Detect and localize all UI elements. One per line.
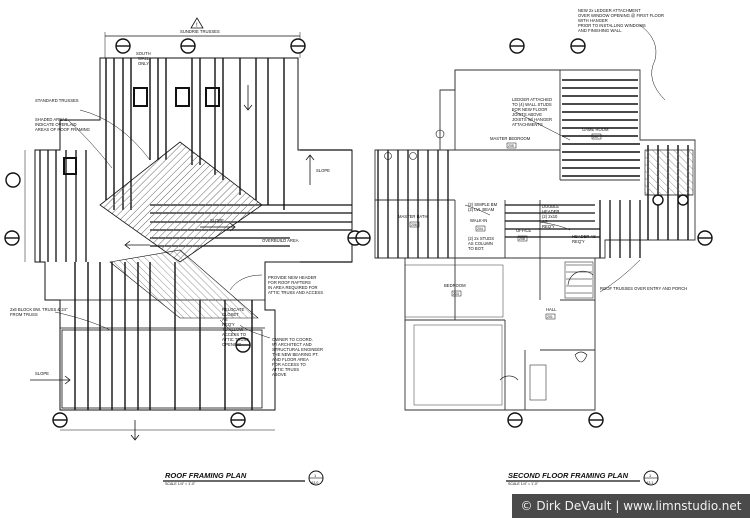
copyright-credit: © Dirk DeVault | www.limnstudio.net — [512, 494, 750, 518]
room-bedroom: BEDROOM — [444, 283, 466, 288]
relocate-note-1: RELOCATE — [222, 307, 244, 312]
ledger-note-5: AND FINISHING WALL — [578, 28, 622, 33]
owner-note-8: ABOVE — [272, 372, 287, 377]
truss-lines-top — [105, 58, 285, 210]
south-wall-note-1: SOUTH — [136, 51, 151, 56]
roof-plan-title-marks — [163, 470, 324, 486]
south-wall-note-3: ONLY — [138, 61, 149, 66]
standard-trusses-note: STANDARD TRUSSES — [35, 98, 79, 103]
room-walkin: WALK-IN — [470, 218, 487, 223]
truss-lines-bottom — [74, 262, 253, 410]
studs-column-1: (2) 2x STUDS — [468, 236, 494, 241]
stair — [566, 264, 592, 294]
lvl-beam-1: (2) SIMPLE BM — [468, 202, 498, 207]
ledger-attached-6: ATTACHMENTS — [512, 122, 543, 127]
second-floor-title-marks — [506, 470, 659, 486]
room-office: OFFICE — [516, 228, 532, 233]
second-floor-view-tag: 1 — [649, 473, 652, 478]
slope-label-c: SLOPE — [35, 371, 49, 376]
roof-plan-title: ROOF FRAMING PLAN — [165, 471, 247, 480]
joists-master-bath — [377, 150, 449, 258]
room-game-room: GAME ROOM — [582, 127, 609, 132]
second-floor-framing-plan — [355, 24, 713, 428]
double-header-1: DOUBLE — [542, 204, 559, 209]
ledger-attached-1: LEDGER ATTACHED — [512, 97, 552, 102]
roof-plan-view-tag: 1 — [314, 473, 317, 478]
owner-note-4: THE NEW BEARING PT. — [272, 352, 319, 357]
studs-column-2: AS COLUMN — [468, 241, 493, 246]
tag-office: 208 — [519, 237, 525, 241]
double-header-4: AS — [542, 219, 548, 224]
ledger-note-3: WITH HANGER — [578, 18, 608, 23]
ledger-note-2: OVER WINDOW OPENING @ FIRST FLOOR — [578, 13, 664, 18]
slope-label-b: SLOPE — [210, 218, 224, 223]
relocate-note-2: CLOSET — [222, 312, 239, 317]
relocate-note-8: OPENING — [222, 342, 241, 347]
joists-middle — [505, 200, 641, 258]
owner-note-7: ATTIC TRUSS — [272, 367, 299, 372]
block-note-2: FROM TRUSS — [10, 312, 38, 317]
roof-plan-labels: ! SUNDRIE TRUSSES SOUTH WALL ONLY STANDA… — [10, 23, 330, 486]
second-floor-scale: SCALE 1/4" = 1'-0" — [508, 482, 539, 486]
shaded-areas-note-1: SHADED AREAS — [35, 117, 68, 122]
overbuild-note: OVERBUILD AREA — [262, 238, 299, 243]
relocate-note-3: AS — [222, 317, 228, 322]
room-hall: HALL — [546, 307, 557, 312]
joists-game-room — [562, 79, 640, 177]
relocate-note-4: REQ'Y — [222, 322, 235, 327]
provide-header-note-3: IN AREA REQUIRED FOR — [268, 285, 318, 290]
ledger-attached-3: FOR NEW FLOOR — [512, 107, 547, 112]
double-header-3: (2) 2x10 — [542, 214, 558, 219]
double-header-5: REQ'Y — [542, 224, 555, 229]
relocate-note-6: ACCESS TO — [222, 332, 247, 337]
slope-arrows — [30, 85, 315, 441]
relocate-note-7: ATTIC TRUSS — [222, 337, 249, 342]
ledger-note-4: PRIOR TO INSTALLING WINDOWS — [578, 23, 646, 28]
south-wall-note-2: WALL — [138, 56, 150, 61]
tag-master-bedroom: 205 — [508, 144, 514, 148]
tag-game-room: 207 — [593, 135, 599, 139]
tag-hall: 201 — [547, 315, 553, 319]
roof-plan-scale: SCALE 1/4" = 1'-0" — [165, 482, 196, 486]
shaded-areas-note-3: AREAS OF ROOF FRAMING — [35, 127, 90, 132]
provide-header-note-4: ATTIC TRUSS AND ACCESS — [268, 290, 323, 295]
provide-header-note-1: PROVIDE NEW HEADER — [268, 275, 316, 280]
warning-triangle — [190, 17, 204, 29]
relocate-note-5: TO ALLOW — [222, 327, 243, 332]
ledger-attached-4: JOISTS ABOVE — [512, 112, 542, 117]
roof-framing-plan — [4, 17, 363, 441]
header-as-req-2: REQ'Y — [572, 239, 585, 244]
header-as-req-1: HEADER AS — [572, 234, 596, 239]
top-dimension: SUNDRIE TRUSSES — [180, 29, 220, 34]
owner-note-3: STRUCTURAL ENGINEER — [272, 347, 323, 352]
owner-note-6: FOR ACCESS TO — [272, 362, 307, 367]
room-master-bedroom: MASTER BEDROOM — [490, 136, 531, 141]
block-note-1: 2x6 BLOCK BW. TRUSS & 24" — [10, 307, 68, 312]
roof-trusses-note: ROOF TRUSSES OVER ENTRY AND PORCH — [600, 286, 687, 291]
second-floor-labels: NEW 2x LEDGER ATTACHMENT OVER WINDOW OPE… — [398, 8, 687, 486]
owner-note-5: AND FLOOR AREA — [272, 357, 309, 362]
owner-note-1: OWNER TO COORD. — [272, 337, 313, 342]
studs-column-3: TO BOT. — [468, 246, 484, 251]
room-master-bath: MASTER BATH — [398, 214, 427, 219]
second-floor-title: SECOND FLOOR FRAMING PLAN — [508, 471, 629, 480]
warning-glyph: ! — [196, 23, 198, 29]
ledger-attached-5: JOISTS W/ HANGER — [512, 117, 552, 122]
shaded-areas-note-2: INDICATE OVERLAID — [35, 122, 77, 127]
tag-walkin: 204 — [477, 227, 483, 231]
tag-master-bath: 206 — [411, 223, 417, 227]
tag-bedroom: 203 — [453, 292, 459, 296]
hatched-overlay-area — [99, 141, 263, 263]
provide-header-note-2: FOR ROOF RAFTERS — [268, 280, 311, 285]
roof-plan-sheet-tag: A3.0 — [311, 481, 318, 485]
slope-label-a: SLOPE — [316, 168, 330, 173]
ledger-attached-2: TO (4) WALL STUDS — [512, 102, 552, 107]
double-header-2: HEADER — [542, 209, 559, 214]
owner-note-2: W/ ARCHITECT AND — [272, 342, 312, 347]
porch-hatch — [644, 149, 694, 196]
second-floor-sheet-tag: A3.1 — [646, 481, 653, 485]
lvl-beam-2: (2) LVL BEAM — [468, 207, 495, 212]
ledger-note-1: NEW 2x LEDGER ATTACHMENT — [578, 8, 641, 13]
